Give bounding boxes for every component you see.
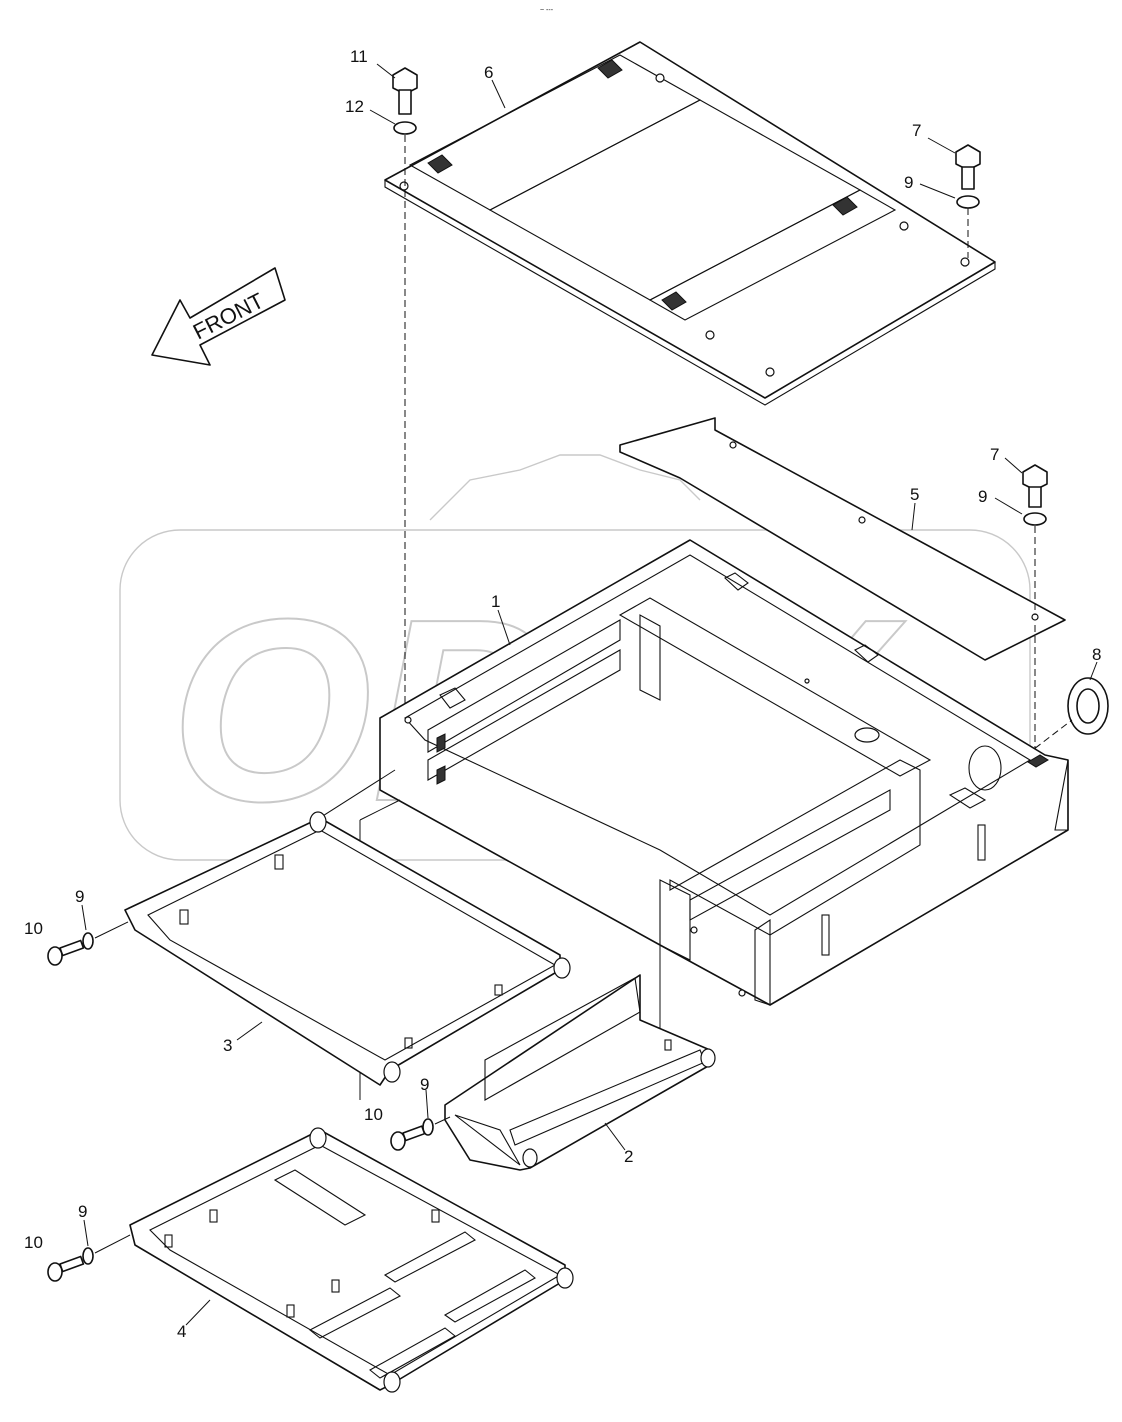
callout-4: 4: [177, 1322, 186, 1341]
part-7-bolt-lower: [1022, 464, 1048, 508]
part-4-bottom-pan: [129, 1127, 574, 1393]
part-10-bolt-center: [390, 1118, 434, 1151]
callout-7-upper: 7: [912, 121, 921, 140]
callout-9-upper: 9: [904, 173, 913, 192]
callout-5: 5: [910, 485, 919, 504]
part-2-center-pan: [444, 974, 716, 1171]
callout-labels: 11 12 6 7 9 7 9 5 8 1 9 10 3 9 10 2 9 10…: [24, 47, 1101, 1341]
part-10-bolt-left-lower: [47, 1247, 94, 1282]
callout-6: 6: [484, 63, 493, 82]
part-6-top-cover: [384, 41, 996, 406]
callout-10-left-lower: 10: [24, 1233, 43, 1252]
part-1-main-frame: [379, 539, 1069, 1006]
header-mark: ~ ---: [540, 7, 554, 14]
callout-9-left-lower: 9: [78, 1202, 87, 1221]
callout-7-lower: 7: [990, 445, 999, 464]
part-7-bolt-upper: [955, 144, 981, 190]
part-9-washer-lower: [1023, 512, 1047, 526]
callout-12: 12: [345, 97, 364, 116]
part-8-grommet: [1067, 677, 1109, 735]
callout-3: 3: [223, 1036, 232, 1055]
part-3-undercover-pan: [124, 811, 571, 1086]
front-arrow: FRONT: [151, 267, 286, 366]
callout-10-left-upper: 10: [24, 919, 43, 938]
callout-1: 1: [491, 592, 500, 611]
callout-11: 11: [350, 47, 368, 66]
callout-9-lower: 9: [978, 487, 987, 506]
callout-10-center: 10: [364, 1105, 383, 1124]
part-12-washer: [393, 121, 417, 135]
part-11-bolt: [392, 67, 418, 115]
callout-9-left-upper: 9: [75, 887, 84, 906]
callout-2: 2: [624, 1147, 633, 1166]
callout-8: 8: [1092, 645, 1101, 664]
part-5-side-plate: [619, 417, 1066, 661]
part-9-washer-upper: [956, 195, 980, 209]
callout-9-center: 9: [420, 1075, 429, 1094]
part-10-bolt-left-upper: [47, 932, 94, 966]
